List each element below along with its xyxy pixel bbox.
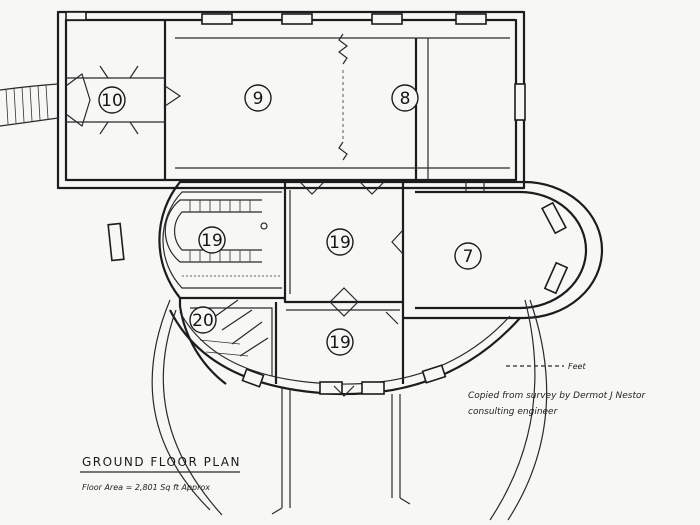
central-walls	[158, 180, 405, 384]
room-number: 8	[400, 89, 411, 109]
east-oval-room	[403, 180, 604, 320]
survey-note-line1: Copied from survey by Dermot J Nestor	[468, 391, 647, 401]
survey-note-line2: consulting engineer	[468, 407, 559, 417]
west-bay-windows	[107, 222, 227, 385]
north-windows	[65, 11, 526, 121]
porch-doors	[65, 65, 182, 135]
room-label-10: 10	[98, 86, 126, 114]
room-number: 7	[463, 247, 474, 267]
south-curved-wall	[169, 309, 521, 397]
room-label-7: 7	[454, 242, 482, 270]
scale-label: Feet	[568, 362, 586, 371]
room-number: 19	[329, 333, 351, 353]
room-number: 10	[101, 91, 123, 111]
room-label-9: 9	[244, 84, 272, 112]
room-number: 19	[329, 233, 351, 253]
plan-title: GROUND FLOOR PLAN	[82, 455, 241, 469]
scale-bar: Feet	[506, 362, 586, 371]
room-label-20: 20	[189, 306, 217, 334]
room-label-8: 8	[391, 84, 419, 112]
room-number: 9	[253, 89, 264, 109]
room-label-19-stair: 19	[198, 226, 226, 254]
plan-title-block: GROUND FLOOR PLAN Floor Area = 2,801 Sq …	[80, 455, 241, 492]
north-block-walls	[56, 10, 526, 190]
terrace-arcs	[151, 299, 548, 521]
plan-subtitle: Floor Area = 2,801 Sq ft Approx	[82, 483, 210, 492]
entrance-steps	[0, 83, 59, 127]
room-label-19-lower: 19	[326, 328, 354, 356]
room-number: 19	[201, 231, 223, 251]
room-number: 20	[192, 311, 214, 331]
room-label-19-hall: 19	[326, 228, 354, 256]
